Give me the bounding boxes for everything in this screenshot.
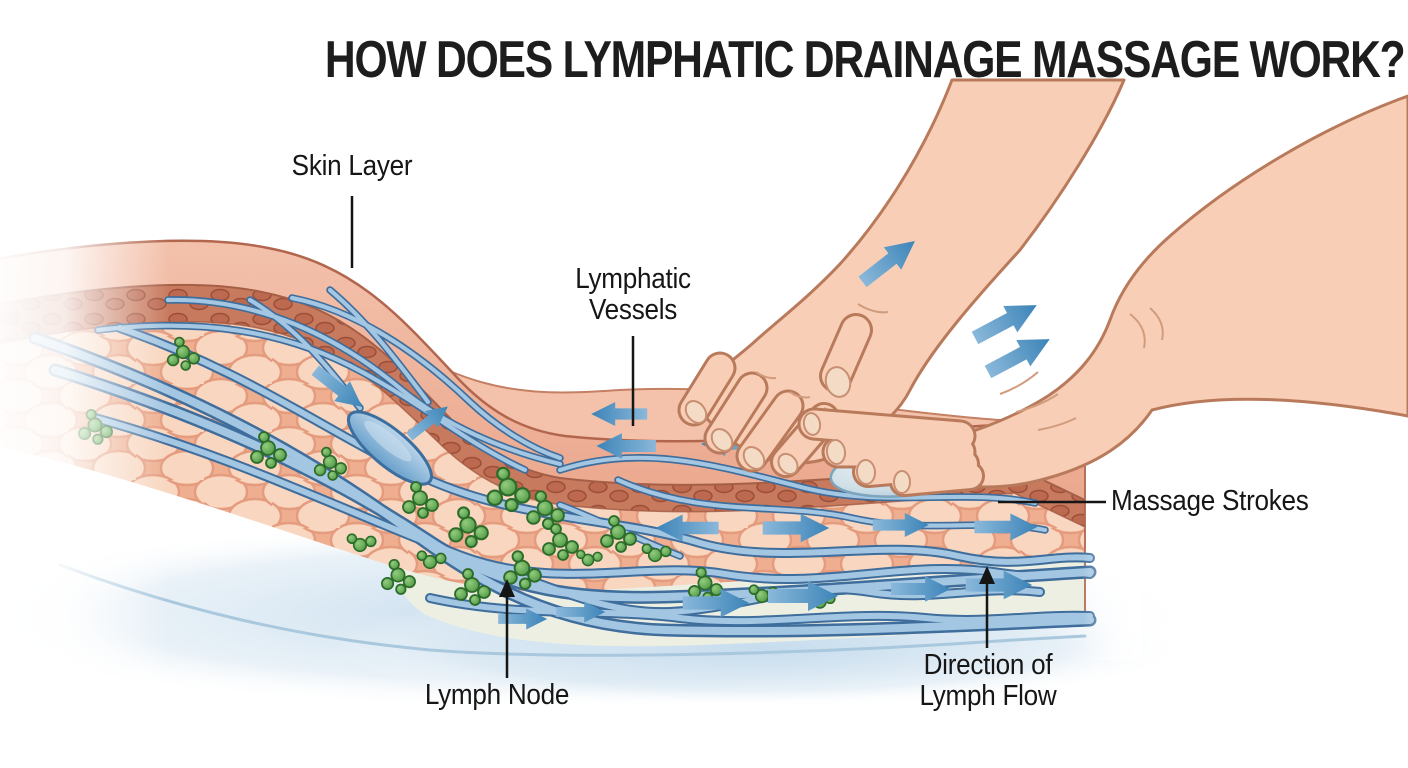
- right-hand-nails: [802, 412, 911, 494]
- collecting-vessel-bulge: [347, 410, 433, 486]
- leader-lines: [350, 196, 1106, 678]
- right-hand-fingers: [797, 407, 985, 497]
- page-title: HOW DOES LYMPHATIC DRAINAGE MASSAGE WORK…: [324, 31, 1406, 89]
- label-lymph-node: Lymph Node: [424, 679, 570, 711]
- label-skin-layer: Skin Layer: [291, 150, 413, 182]
- left-hand-nails: [684, 366, 852, 476]
- leader-arrowheads: [499, 566, 995, 597]
- label-lymph-flow-direction: Direction of Lymph Flow: [919, 649, 1057, 712]
- label-massage-strokes: Massage Strokes: [1111, 485, 1309, 517]
- right-hand-creases: [999, 307, 1164, 431]
- massaging-hands: [677, 78, 1408, 498]
- left-fade: [0, 205, 170, 725]
- right-fade: [1082, 548, 1142, 660]
- label-lymphatic-vessels: Lymphatic Vessels: [575, 263, 691, 326]
